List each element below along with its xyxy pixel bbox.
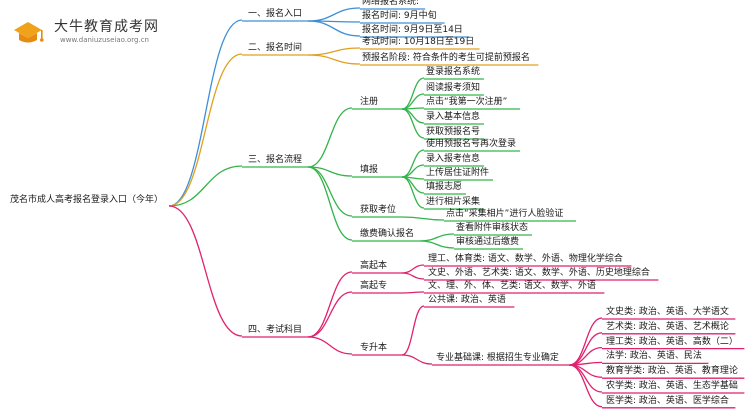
leaf-label: 填报志愿: [426, 182, 463, 192]
group-connector: [307, 166, 353, 217]
group-label: 高起专: [360, 281, 388, 291]
group-label: 高起本: [360, 261, 388, 271]
leaf-label: 阅读报考须知: [426, 83, 481, 93]
leaf-label: 考试时间: 10月18日至19日: [362, 37, 475, 47]
group-label: 缴费确认报名: [360, 229, 415, 239]
leaf-connector: [307, 20, 361, 37]
group-connector: [307, 291, 353, 338]
leaf-label: 农学类: 政治、英语、生态学基础: [606, 381, 738, 391]
leaf-label: 获取预报名号: [426, 127, 481, 137]
leaf-connector: [401, 149, 425, 178]
leaf-label: 预报名阶段: 符合条件的考生可提前预报名: [362, 53, 530, 63]
leaf-label: 医学类: 政治、英语、医学综合: [606, 395, 729, 406]
leaf-connector: [401, 291, 425, 294]
leaf-label: 点击“我第一次注册”: [426, 97, 508, 107]
sub-connector: [401, 354, 433, 365]
group-label: 注册: [360, 97, 379, 107]
group-label: 填报: [360, 165, 379, 175]
leaf-connector: [569, 317, 603, 366]
leaf-label: 理工类: 政治、英语、高数（二）: [606, 336, 738, 347]
group-label: 专升本: [360, 343, 388, 353]
leaf-label: 报名时间: 9月中旬: [362, 11, 437, 21]
leaf-connector: [401, 176, 425, 209]
leaf-connector: [401, 93, 425, 110]
leaf-connector: [401, 108, 425, 124]
leaf-label: 艺术类: 政治、英语、艺术概论: [606, 321, 729, 332]
leaf-connector: [401, 305, 425, 356]
leaf-label: 公共课: 政治、英语: [428, 295, 506, 305]
leaf-label: 登录报名系统: [426, 67, 481, 77]
leaf-connector: [307, 54, 361, 65]
leaf-label: 法学: 政治、英语、民法: [606, 351, 702, 362]
leaf-label: 文史类: 政治、英语、大学语文: [606, 307, 729, 317]
group-connector: [307, 166, 353, 241]
leaf-label: 录入基本信息: [426, 112, 481, 122]
leaf-label: 文、理、外、体、艺类: 语文、数学、外语: [428, 281, 596, 291]
branch-label: 四、考试科目: [248, 325, 303, 335]
branch-label: 三、报名流程: [248, 155, 303, 165]
leaf-connector: [569, 332, 603, 366]
leaf-label: 教育学类: 政治、英语、教育理论: [606, 366, 738, 377]
root-node: 茂名市成人高考报名登录入口（今年）: [10, 195, 164, 205]
leaf-connector: [419, 240, 455, 249]
branch-label: 一、报名入口: [248, 9, 303, 19]
leaf-connector: [401, 77, 425, 110]
leaf-label: 网络报名系统:: [362, 0, 420, 7]
branch-label: 二、报名时间: [248, 43, 303, 53]
group-label: 获取考位: [360, 205, 397, 215]
logo-url: www.daniuzuseiao.org.cn: [60, 36, 149, 44]
leaf-connector: [401, 264, 425, 274]
leaf-label: 上传居住证附件: [426, 168, 490, 178]
leaf-label: 使用预报名号再次登录: [426, 139, 517, 149]
leaf-label: 录入报考信息: [426, 154, 481, 164]
leaf-label: 报名时间: 9月9日至14日: [362, 25, 463, 35]
branch-connector: [168, 19, 243, 207]
leaf-connector: [569, 364, 603, 408]
leaf-label: 理工、体育类: 语文、数学、外语、物理化学综合: [428, 254, 623, 264]
group-connector: [307, 107, 353, 168]
leaf-label: 文史、外语、艺术类: 语文、数学、外语、历史地理综合: [428, 268, 650, 278]
sub-label: 专业基础课: 根据招生专业确定: [436, 353, 559, 363]
leaf-connector: [401, 272, 425, 280]
leaf-connector: [401, 108, 425, 139]
leaf-connector: [401, 216, 445, 221]
branch-connector: [168, 53, 243, 207]
group-connector: [307, 271, 353, 338]
leaf-connector: [401, 164, 425, 178]
branch-connector: [168, 165, 243, 207]
leaf-connector: [419, 233, 455, 242]
site-logo: 大牛教育成考网 www.daniuzuseiao.org.cn: [8, 14, 308, 50]
logo-name: 大牛教育成考网: [54, 19, 159, 35]
leaf-connector: [569, 364, 603, 393]
leaf-label: 查看附件审核状态: [456, 223, 529, 233]
leaf-label: 进行相片采集: [426, 197, 481, 207]
leaf-connector: [307, 7, 361, 22]
branch-connector: [168, 205, 243, 337]
group-connector: [307, 336, 353, 355]
leaf-label: 审核通过后缴费: [456, 237, 520, 247]
leaf-label: 点击“采集相片”进行人脸验证: [446, 209, 564, 219]
graduation-cap-icon: [14, 22, 44, 43]
leaf-connector: [307, 47, 361, 56]
